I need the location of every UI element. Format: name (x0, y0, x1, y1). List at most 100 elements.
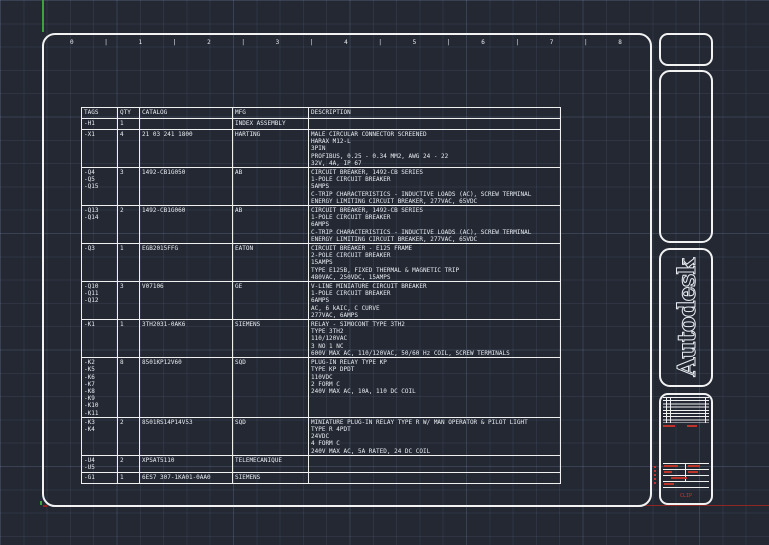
drawing-frame (42, 33, 652, 507)
cell-tags: -Q10 -Q11 -Q12 (81, 281, 118, 321)
title-block-stamp-text: CLIP (679, 493, 693, 499)
header-mfg: MFG (232, 107, 309, 119)
cell-mfg: TELEMECANIQUE (232, 454, 309, 473)
title-block-line (663, 487, 709, 488)
border-zone-ruler: 0 | 1 | 2 | 3 | 4 | 5 | 6 | 7 | 8 (70, 38, 622, 48)
cell-catalog: 1492-CB1G060 (139, 205, 233, 245)
table-row: -K2 -K5 -K6 -K7 -K8 -K9 -K10 -K11 8 8501… (81, 357, 561, 418)
red-text-mark (671, 477, 687, 479)
header-tags: TAGS (81, 107, 118, 119)
red-text-mark (688, 465, 700, 467)
cell-mfg: SQD (232, 416, 309, 456)
zone-tick: | (446, 39, 451, 46)
zone-label: 7 (549, 39, 554, 46)
zone-tick: | (104, 39, 108, 46)
cell-mfg: HARTING (232, 128, 309, 169)
cell-mfg: SIEMENS (232, 319, 309, 359)
autodesk-logo-text: Autodesk (671, 258, 701, 377)
red-text-mark (687, 425, 697, 427)
zone-tick: | (309, 39, 314, 46)
cell-catalog: 3TH2031-0AK6 (139, 319, 233, 359)
header-catalog: CATALOG (139, 107, 233, 119)
cell-catalog: V07106 (139, 281, 233, 321)
red-text-mark (664, 483, 674, 485)
red-text-mark (664, 465, 678, 467)
zone-label: 5 (412, 39, 417, 46)
revision-column-line (666, 397, 667, 423)
header-description: DESCRIPTION (308, 107, 561, 119)
red-text-mark (688, 471, 698, 473)
table-row: -Q10 -Q11 -Q12 3 V07106 GE V-LINE MINIAT… (81, 281, 561, 321)
cell-qty: 1 (117, 471, 140, 484)
red-annotation-marks (654, 466, 656, 484)
cell-catalog: 6ES7 307-1KA01-0AA0 (139, 471, 233, 484)
zone-tick: | (241, 39, 245, 46)
table-row: -Q4 -Q5 -Q15 3 1492-CB1G050 AB CIRCUIT B… (81, 167, 561, 207)
cell-catalog: EGB2015FFG (139, 243, 233, 283)
cell-qty: 1 (117, 243, 140, 283)
cell-tags: -H1 (81, 118, 118, 130)
cell-description: MINIATURE PLUG-IN RELAY TYPE R W/ MAN OP… (308, 416, 561, 456)
title-block-line (663, 481, 709, 482)
table-row: -Q3 1 EGB2015FFG EATON CIRCUIT BREAKER -… (81, 243, 561, 283)
title-block-line (663, 475, 709, 476)
cell-tags: -U4 -U5 (81, 454, 118, 473)
cell-description (308, 454, 561, 473)
cell-catalog: 1492-CB1G050 (139, 167, 233, 207)
cell-qty: 3 (117, 281, 140, 321)
autodesk-logo-panel: Autodesk (659, 248, 713, 387)
cell-catalog: 21 03 241 1800 (139, 128, 233, 169)
table-row: -K1 1 3TH2031-0AK6 SIEMENS RELAY - SIMOC… (81, 319, 561, 359)
bom-table: TAGS QTY CATALOG MFG DESCRIPTION -H1 1 I… (81, 107, 561, 484)
cell-mfg: EATON (232, 243, 309, 283)
red-x-axis-line (562, 505, 769, 506)
zone-label: 1 (138, 39, 143, 46)
zone-label: 4 (344, 39, 348, 46)
cell-qty: 8 (117, 357, 140, 418)
zone-tick: | (515, 39, 520, 46)
cell-description: CIRCUIT BREAKER - E125 FRAME 2-POLE CIRC… (308, 243, 561, 283)
cell-catalog (139, 118, 233, 130)
ucs-origin-red-mark (43, 505, 47, 507)
cell-description: PLUG-IN RELAY TYPE KP TYPE KP DPDT 110VD… (308, 357, 561, 418)
cell-tags: -Q4 -Q5 -Q15 (81, 167, 118, 207)
zone-label: 2 (207, 39, 211, 46)
zone-label: 0 (70, 39, 74, 46)
revision-column-line (705, 397, 706, 423)
table-header-row: TAGS QTY CATALOG MFG DESCRIPTION (81, 107, 561, 119)
cell-qty: 4 (117, 128, 140, 169)
header-qty: QTY (117, 107, 140, 119)
cell-description: CIRCUIT BREAKER, 1492-CB SERIES 1-POLE C… (308, 167, 561, 207)
table-row: -G1 1 6ES7 307-1KA01-0AA0 SIEMENS (81, 471, 561, 484)
cell-mfg: SIEMENS (232, 471, 309, 484)
table-row: -Q13 -Q14 2 1492-CB1G060 AB CIRCUIT BREA… (81, 205, 561, 245)
cell-mfg: INDEX ASSEMBLY (232, 118, 309, 130)
cell-mfg: SQD (232, 357, 309, 418)
cell-mfg: AB (232, 205, 309, 245)
zone-tick: | (378, 39, 383, 46)
cell-description (308, 471, 561, 484)
cell-tags: -G1 (81, 471, 118, 484)
cell-description: V-LINE MINIATURE CIRCUIT BREAKER 1-POLE … (308, 281, 561, 321)
cell-description: CIRCUIT BREAKER, 1492-CB SERIES 1-POLE C… (308, 205, 561, 245)
title-block-line (663, 463, 709, 464)
table-row: -U4 -U5 2 XPSAT5110 TELEMECANIQUE (81, 454, 561, 473)
zone-label: 6 (481, 39, 485, 46)
ucs-origin-green-mark (40, 501, 42, 505)
red-text-mark (663, 425, 675, 427)
table-row: -H1 1 INDEX ASSEMBLY (81, 118, 561, 130)
cell-qty: 2 (117, 205, 140, 245)
cell-qty: 2 (117, 416, 140, 456)
cell-catalog: XPSAT5110 (139, 454, 233, 473)
side-panel-top (659, 33, 713, 66)
cell-tags: -K2 -K5 -K6 -K7 -K8 -K9 -K10 -K11 (81, 357, 118, 418)
cell-tags: -K3 -K4 (81, 416, 118, 456)
red-text-mark (664, 471, 672, 473)
cell-tags: -X1 (81, 128, 118, 169)
zone-label: 8 (618, 39, 622, 46)
cell-tags: -Q3 (81, 243, 118, 283)
cell-tags: -K1 (81, 319, 118, 359)
cell-catalog: 8501KP12V60 (139, 357, 233, 418)
green-y-axis-line (42, 0, 44, 32)
